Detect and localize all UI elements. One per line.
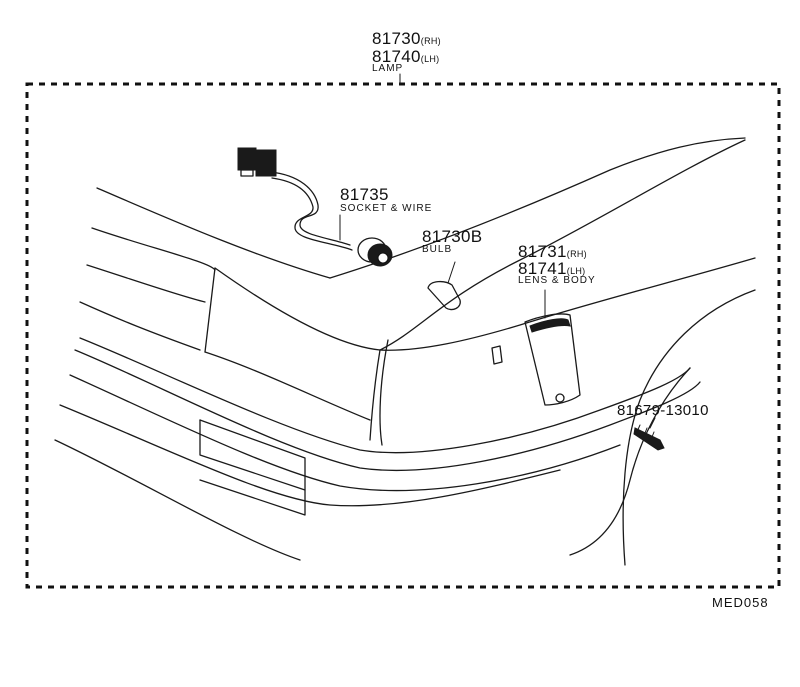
assembly-part-lh: 81740(LH) xyxy=(372,48,439,65)
diagram-code: MED058 xyxy=(712,595,769,610)
assembly-part-rh-number: 81730 xyxy=(372,29,421,48)
socket-part-number: 81735 xyxy=(340,185,389,204)
socket-body-icon xyxy=(357,237,393,267)
assembly-part-lh-suffix: (LH) xyxy=(420,54,440,64)
bulb-icon xyxy=(427,261,461,311)
lens-part-rh-suffix: (RH) xyxy=(566,249,587,259)
assembly-part-rh: 81730(RH) xyxy=(372,30,441,47)
lens-name: LENS & BODY xyxy=(518,275,596,286)
assembly-boundary xyxy=(25,82,781,589)
assembly-part-rh-suffix: (RH) xyxy=(420,36,441,46)
car-body-outline xyxy=(54,137,756,566)
socket-name: SOCKET & WIRE xyxy=(340,203,433,214)
assembly-name: LAMP xyxy=(372,63,404,74)
lens-part-lh-suffix: (LH) xyxy=(566,266,586,276)
lens-part-rh: 81731(RH) xyxy=(518,243,587,260)
lens-part-lh: 81741(LH) xyxy=(518,260,585,277)
socket-wire-drawing xyxy=(237,147,393,267)
bulb-part-number: 81730B xyxy=(422,227,483,246)
connector-plug-icon xyxy=(237,147,277,177)
lens-part-rh-number: 81731 xyxy=(518,242,567,261)
screw-icon xyxy=(633,417,665,451)
screw-part-number: 81679-13010 xyxy=(617,402,709,419)
assembly-part-lh-number: 81740 xyxy=(372,47,421,66)
lens-part-lh-number: 81741 xyxy=(518,259,567,278)
lamp-lens-icon xyxy=(524,289,581,406)
bulb-name: BULB xyxy=(422,244,453,255)
